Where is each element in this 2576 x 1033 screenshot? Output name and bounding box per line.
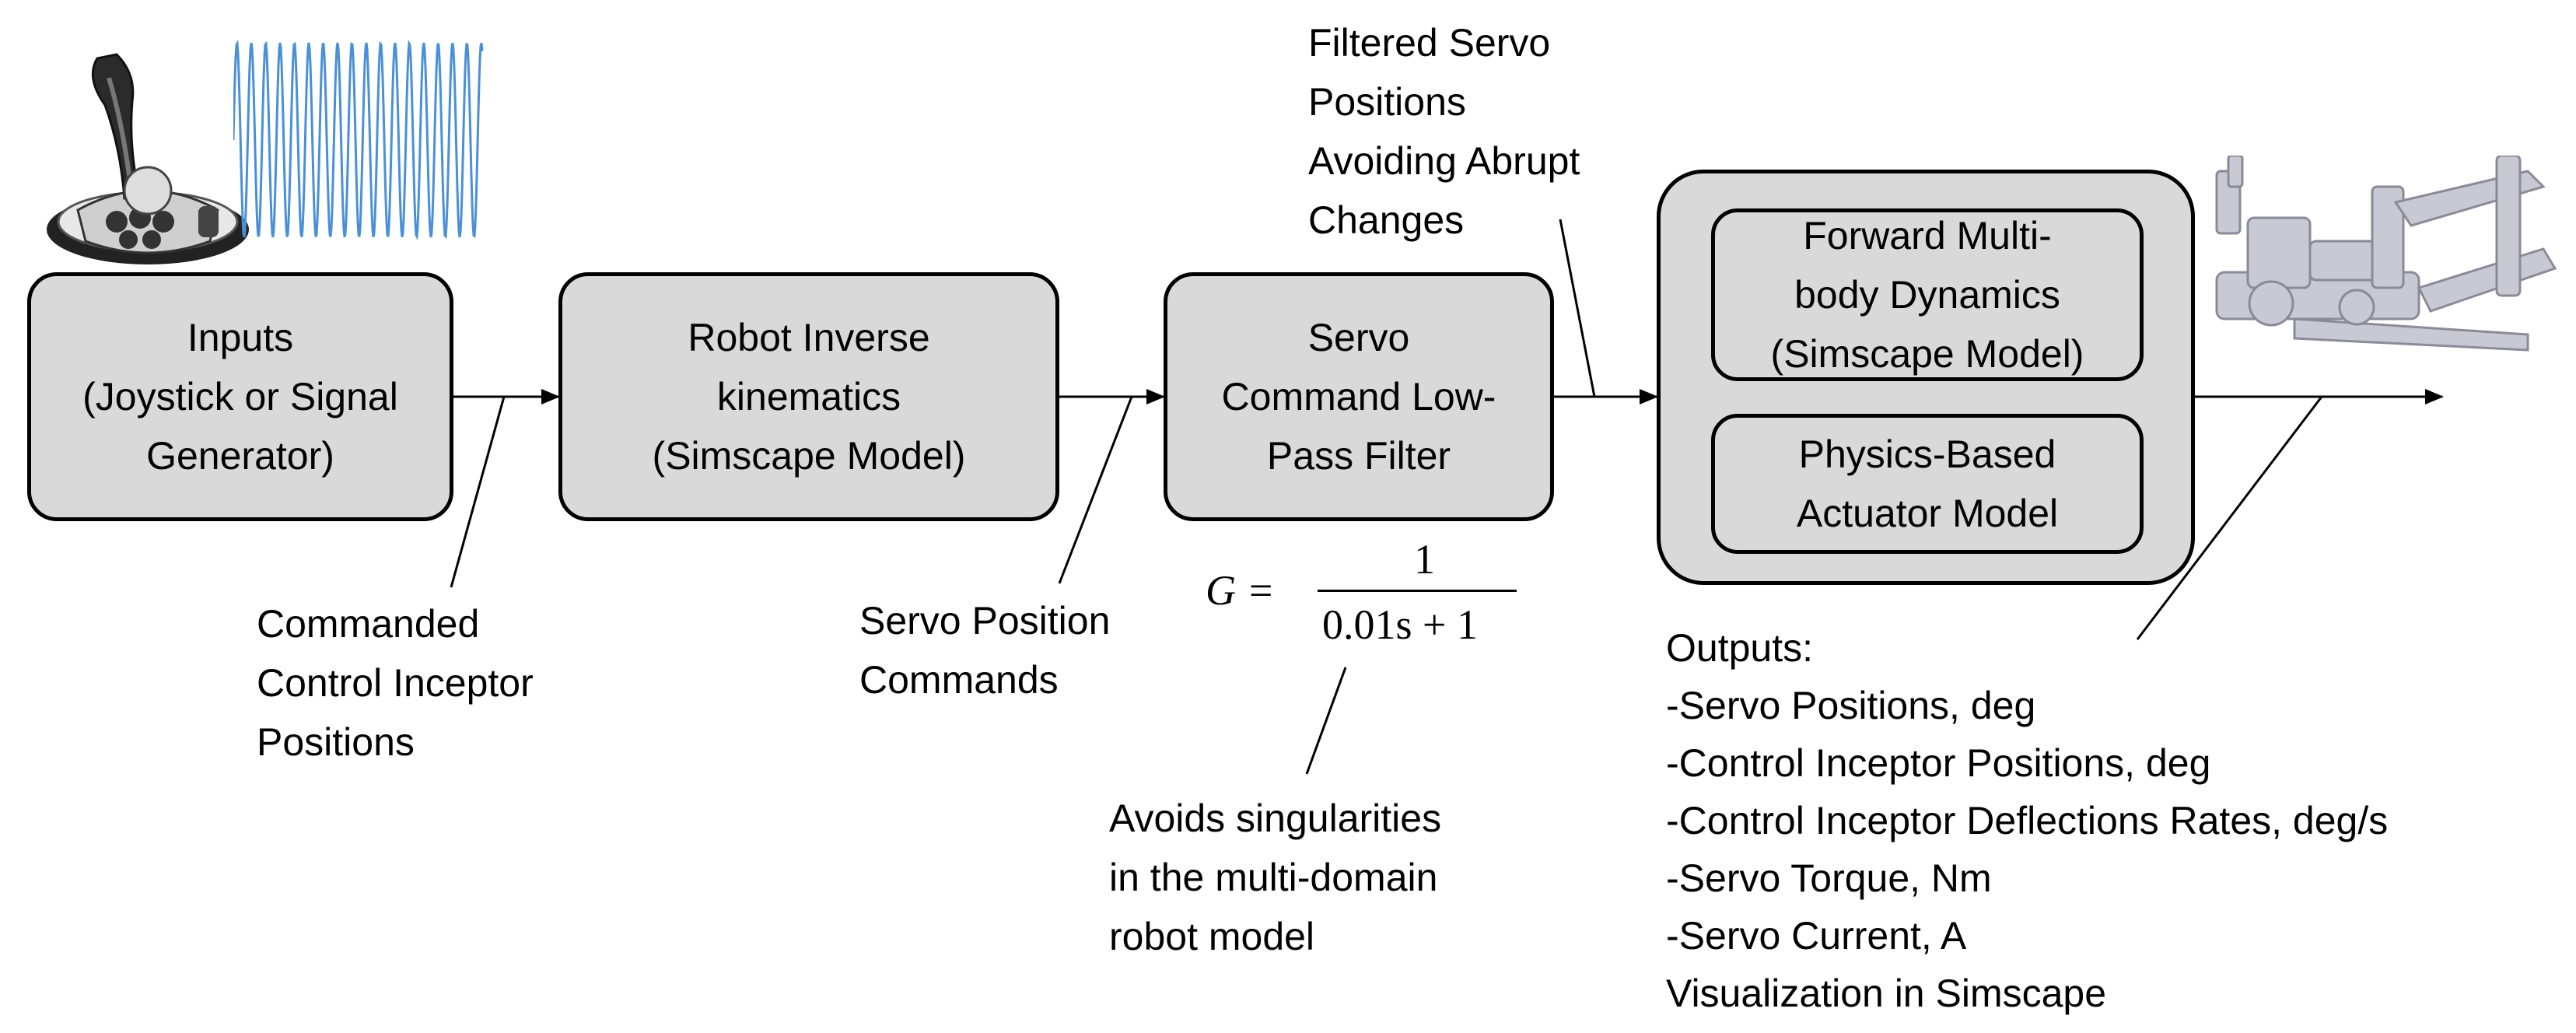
inputs-block-line: Generator) <box>146 434 334 478</box>
low-pass-filter-line: Command Low- <box>1221 375 1496 418</box>
output-dash: - <box>1666 799 1679 842</box>
inputs-block: Inputs (Joystick or Signal Generator) <box>27 272 453 521</box>
signal-waveform <box>233 39 484 241</box>
annotation-line: in the multi-domain <box>1109 856 1438 899</box>
formula-lhs: G = <box>1206 567 1275 614</box>
output-dash: - <box>1666 684 1679 727</box>
output-item: -Control Inceptor Deflections Rates, deg… <box>1666 792 2388 849</box>
inverse-kinematics-line: kinematics <box>716 375 901 418</box>
annotation-line: robot model <box>1109 915 1315 958</box>
annotation-line: Commands <box>859 658 1059 702</box>
annotation-line: Filtered Servo <box>1308 21 1551 65</box>
output-dash: - <box>1666 914 1679 958</box>
inputs-block-line: (Joystick or Signal <box>82 375 398 418</box>
output-item: -Servo Current, A <box>1666 907 2388 965</box>
filtered-servo-positions-label: Filtered Servo Positions Avoiding Abrupt… <box>1308 13 1580 250</box>
inputs-block-line: Inputs <box>187 316 294 359</box>
joystick-image <box>47 53 249 264</box>
formula-numerator: 1 <box>1414 536 1435 583</box>
output-item-text: Control Inceptor Positions, deg <box>1678 741 2211 785</box>
actuator-model-line: Physics-Based <box>1798 432 2056 476</box>
low-pass-filter-block: Servo Command Low- Pass Filter <box>1164 272 1554 521</box>
annotation-line: Changes <box>1308 198 1465 242</box>
output-item: -Servo Torque, Nm <box>1666 849 2388 907</box>
avoids-singularities-label: Avoids singularities in the multi-domain… <box>1109 789 1441 966</box>
output-dash: - <box>1666 741 1679 785</box>
output-item-text: Servo Current, A <box>1678 914 1967 958</box>
annotation-line: Control Inceptor <box>257 661 534 705</box>
output-dash: - <box>1666 856 1679 900</box>
output-item: -Control Inceptor Positions, deg <box>1666 734 2388 792</box>
annotation-line: Avoids singularities <box>1109 797 1442 840</box>
servo-position-commands-label: Servo Position Commands <box>859 591 1110 709</box>
robot-visualization-image <box>2215 156 2557 352</box>
output-item: -Servo Positions, deg <box>1666 677 2388 734</box>
inverse-kinematics-block: Robot Inverse kinematics (Simscape Model… <box>558 272 1059 521</box>
output-item-text: Servo Positions, deg <box>1678 684 2036 727</box>
inverse-kinematics-line: Robot Inverse <box>688 316 930 359</box>
forward-dynamics-line: body Dynamics <box>1794 273 2060 317</box>
output-item-text: Control Inceptor Deflections Rates, deg/… <box>1678 799 2389 842</box>
forward-dynamics-line: (Simscape Model) <box>1770 332 2084 376</box>
output-item-text: Servo Torque, Nm <box>1678 856 1992 900</box>
annotation-line: Commanded <box>257 602 480 646</box>
forward-dynamics-block: Forward Multi- body Dynamics (Simscape M… <box>1711 208 2144 381</box>
inverse-kinematics-line: (Simscape Model) <box>652 434 966 478</box>
actuator-model-line: Actuator Model <box>1796 492 2059 535</box>
actuator-model-block: Physics-Based Actuator Model <box>1711 414 2144 554</box>
annotation-line: Servo Position <box>859 599 1111 643</box>
annotation-line: Avoiding Abrupt <box>1308 139 1580 183</box>
low-pass-filter-line: Pass Filter <box>1266 434 1451 478</box>
formula-denominator: 0.01s + 1 <box>1322 601 1478 648</box>
fraction-bar <box>1318 590 1517 592</box>
forward-dynamics-line: Forward Multi- <box>1803 214 2052 257</box>
annotation-line: Positions <box>1308 80 1466 124</box>
outputs-title: Outputs: <box>1666 626 1813 670</box>
commanded-positions-label: Commanded Control Inceptor Positions <box>257 594 534 772</box>
low-pass-filter-line: Servo <box>1307 316 1410 359</box>
transfer-function: G = 1 0.01s + 1 <box>1206 529 1548 661</box>
annotation-line: Positions <box>257 720 415 764</box>
outputs-list: Outputs: -Servo Positions, deg -Control … <box>1666 619 2388 1022</box>
outputs-footer: Visualization in Simscape <box>1666 972 2107 1015</box>
